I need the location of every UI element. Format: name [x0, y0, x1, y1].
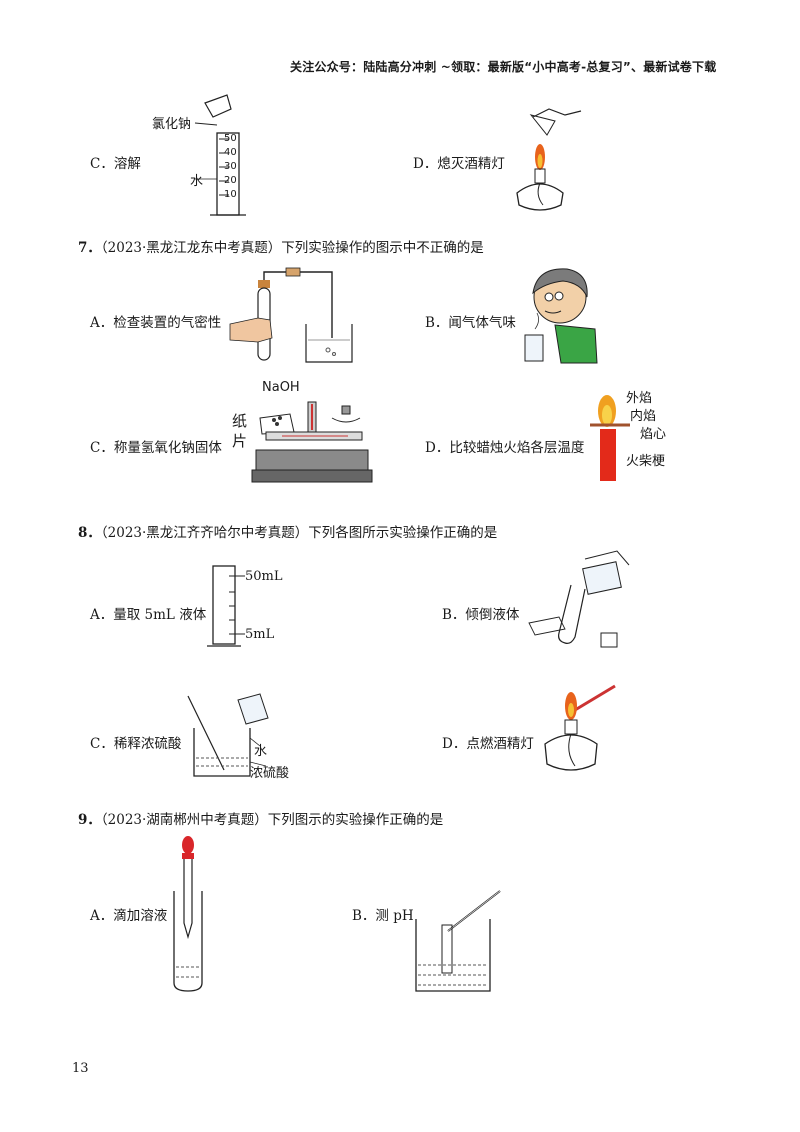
q7-option-b: B．闻气体气味 — [425, 311, 516, 331]
label-outer-flame: 外焰 — [626, 391, 653, 406]
scale-20: 20 — [224, 175, 237, 186]
option-text: 点燃酒精灯 — [466, 736, 534, 752]
option-text: 闻气体气味 — [448, 315, 516, 331]
option-letter: C． — [90, 440, 114, 456]
option-letter: D． — [413, 156, 438, 172]
q7-option-d: D．比较蜡烛火焰各层温度 — [425, 436, 584, 456]
label-match-stick: 火柴梗 — [626, 454, 666, 469]
question-9-stem: 9．（2023·湖南郴州中考真题）下列图示的实验操作正确的是 — [78, 808, 443, 828]
label-paper-1: 纸 — [232, 412, 248, 430]
option-d-extinguish: D．熄灭酒精灯 — [413, 152, 505, 172]
lamp-extinguish-figure — [516, 108, 582, 211]
option-letter: C． — [90, 156, 114, 172]
option-text: 倾倒液体 — [465, 607, 520, 623]
scale-10: 10 — [224, 189, 237, 200]
ph-test-figure — [415, 890, 501, 992]
option-text: 熄灭酒精灯 — [437, 156, 505, 172]
label-conc-acid: 浓硫酸 — [250, 766, 290, 781]
label-water: 水 — [190, 174, 204, 189]
option-text: 溶解 — [113, 156, 141, 172]
option-letter: D． — [442, 736, 467, 752]
q7-option-c: C．称量氢氧化钠固体 — [90, 436, 222, 456]
label-inner-flame: 内焰 — [630, 409, 657, 424]
scale-50: 50 — [224, 133, 237, 144]
label-sodium-chloride: 氯化钠 — [152, 117, 192, 132]
q7-option-a: A．检查装置的气密性 — [90, 311, 221, 331]
dilute-acid-figure — [187, 693, 269, 777]
cylinder-dissolve-figure — [194, 94, 246, 216]
option-text: 稀释浓硫酸 — [113, 736, 182, 752]
option-letter: D． — [425, 440, 450, 456]
candle-figure — [590, 395, 630, 481]
option-c-dissolve: C．溶解 — [90, 152, 141, 172]
airtight-check-figure — [229, 267, 353, 363]
smell-gas-figure — [524, 268, 598, 364]
scale-40: 40 — [224, 147, 237, 158]
question-7-stem: 7．（2023·黑龙江龙东中考真题）下列实验操作的图示中不正确的是 — [78, 236, 484, 256]
q9-option-a: A．滴加溶液 — [90, 904, 167, 924]
q8-option-c: C．稀释浓硫酸 — [90, 732, 181, 752]
option-text: 滴加溶液 — [113, 908, 168, 924]
option-letter: A． — [90, 607, 114, 623]
option-text: 测 pH — [375, 908, 414, 924]
option-letter: B． — [352, 908, 376, 924]
question-text: （2023·黑龙江龙东中考真题）下列实验操作的图示中不正确的是 — [100, 240, 484, 256]
label-50ml: 50mL — [245, 569, 283, 584]
label-paper-2: 片 — [232, 432, 248, 450]
question-8-stem: 8．（2023·黑龙江齐齐哈尔中考真题）下列各图所示实验操作正确的是 — [78, 521, 497, 541]
pour-liquid-figure — [528, 550, 630, 648]
balance-figure — [251, 401, 373, 483]
question-number: 7． — [78, 240, 101, 256]
graduated-cylinder-figure — [207, 565, 245, 647]
page-header: 关注公众号：陆陆高分冲刺 ~领取：最新版“小中高考-总复习”、最新试卷下载 — [290, 60, 717, 74]
question-text: （2023·黑龙江齐齐哈尔中考真题）下列各图所示实验操作正确的是 — [100, 525, 498, 541]
option-letter: A． — [90, 315, 114, 331]
question-text: （2023·湖南郴州中考真题）下列图示的实验操作正确的是 — [100, 812, 444, 828]
light-lamp-figure — [544, 684, 616, 771]
q9-option-b: B．测 pH — [352, 904, 414, 924]
option-letter: B． — [425, 315, 449, 331]
option-text: 量取 5mL 液体 — [113, 607, 207, 623]
option-text: 比较蜡烛火焰各层温度 — [449, 440, 585, 456]
label-flame-core: 焰心 — [640, 427, 667, 442]
label-water-dilute: 水 — [254, 744, 268, 759]
option-text: 检查装置的气密性 — [113, 315, 222, 331]
label-5ml: 5mL — [245, 627, 275, 642]
question-number: 8． — [78, 525, 101, 541]
q8-option-b: B．倾倒液体 — [442, 603, 519, 623]
scale-30: 30 — [224, 161, 237, 172]
option-letter: C． — [90, 736, 114, 752]
question-number: 9． — [78, 812, 101, 828]
label-naoh: NaOH — [262, 380, 300, 395]
dropper-figure — [173, 836, 203, 992]
q8-option-a: A．量取 5mL 液体 — [90, 603, 206, 623]
option-letter: B． — [442, 607, 466, 623]
q8-option-d: D．点燃酒精灯 — [442, 732, 534, 752]
option-text: 称量氢氧化钠固体 — [113, 440, 222, 456]
option-letter: A． — [90, 908, 114, 924]
page-number: 13 — [72, 1061, 89, 1076]
